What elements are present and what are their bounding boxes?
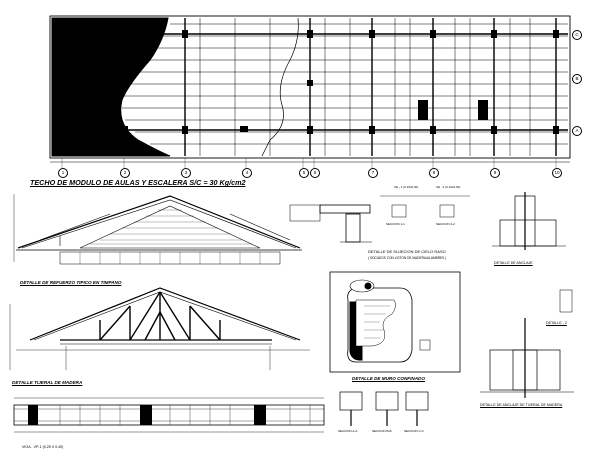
ceiling-detail-note: ( SOCADOS CON LISTON DE MADERA/ALAMBRES … <box>368 256 447 260</box>
truss-detail-title: DETALLE TIJERAL DE MADERA <box>12 380 83 385</box>
anchor-detail-title-2: DETALLE DE ANCLAJE DE TIJERAL DE MADERA <box>480 403 563 407</box>
beam-label: VIGA - VP-1 (0.25 X 0.40) <box>22 445 64 449</box>
brick-wall <box>79 205 261 249</box>
grid-bubble-6: 6 <box>310 168 320 178</box>
purlins <box>122 23 568 145</box>
grid-bubble-c: C <box>572 30 582 40</box>
small-sections <box>339 391 429 426</box>
grid-bubble-1: 1 <box>58 168 68 178</box>
roof-plan-fill <box>51 17 171 157</box>
tympanum-detail-title: DETALLE DE REFUERZO TIPICO EN TIMPANO <box>20 280 122 285</box>
grid-bubble-3: 3 <box>181 168 191 178</box>
small-section-a: SECCION A-A <box>338 429 358 433</box>
grid-bubble-10: 10 <box>552 168 562 178</box>
grid-bubble-9: 9 <box>490 168 500 178</box>
grid-bubble-2: 2 <box>120 168 130 178</box>
confined-wall-detail <box>329 271 461 373</box>
grid-bubble-5: 5 <box>299 168 309 178</box>
anchor-detail-title-1: DETALLE DE ANCLAJE <box>494 261 533 265</box>
grid-bubble-4: 4 <box>242 168 252 178</box>
grid-bubble-8: 8 <box>429 168 439 178</box>
small-section-b: SECCION B-B <box>372 429 392 433</box>
continuous-beam <box>13 397 325 433</box>
column-markers <box>120 30 559 134</box>
ceiling-detail <box>289 195 470 243</box>
grid-bubble-a: A <box>572 126 582 136</box>
ceiling-detail-title: DETALLE DE SUJECION DE CIELO RASO <box>368 249 446 254</box>
section-2-label: SECCION 2-2 <box>436 222 455 226</box>
roof-title: TECHO DE MODULO DE AULAS Y ESCALERA S/C … <box>30 178 246 187</box>
detail-2-title: DETALLE - 2 <box>546 321 567 325</box>
top-small-2: VE - 2 (0.15x0.30) <box>436 185 461 189</box>
wall-detail-title: DETALLE DE MURO CONFINADO <box>352 376 425 381</box>
section-1-label: SECCION 1-1 <box>386 222 405 226</box>
top-small-1: VE - 1 (0.15x0.30) <box>394 185 419 189</box>
tympanum-elevation <box>13 194 302 265</box>
wooden-truss <box>9 287 310 370</box>
rafters <box>199 18 531 156</box>
roof-plan <box>49 15 571 163</box>
small-section-c: SECCION C-C <box>404 429 424 433</box>
grid-bubble-b: B <box>572 74 582 84</box>
grid-bubble-7: 7 <box>368 168 378 178</box>
anchor-details <box>480 192 574 398</box>
grid-leaders <box>61 158 557 168</box>
